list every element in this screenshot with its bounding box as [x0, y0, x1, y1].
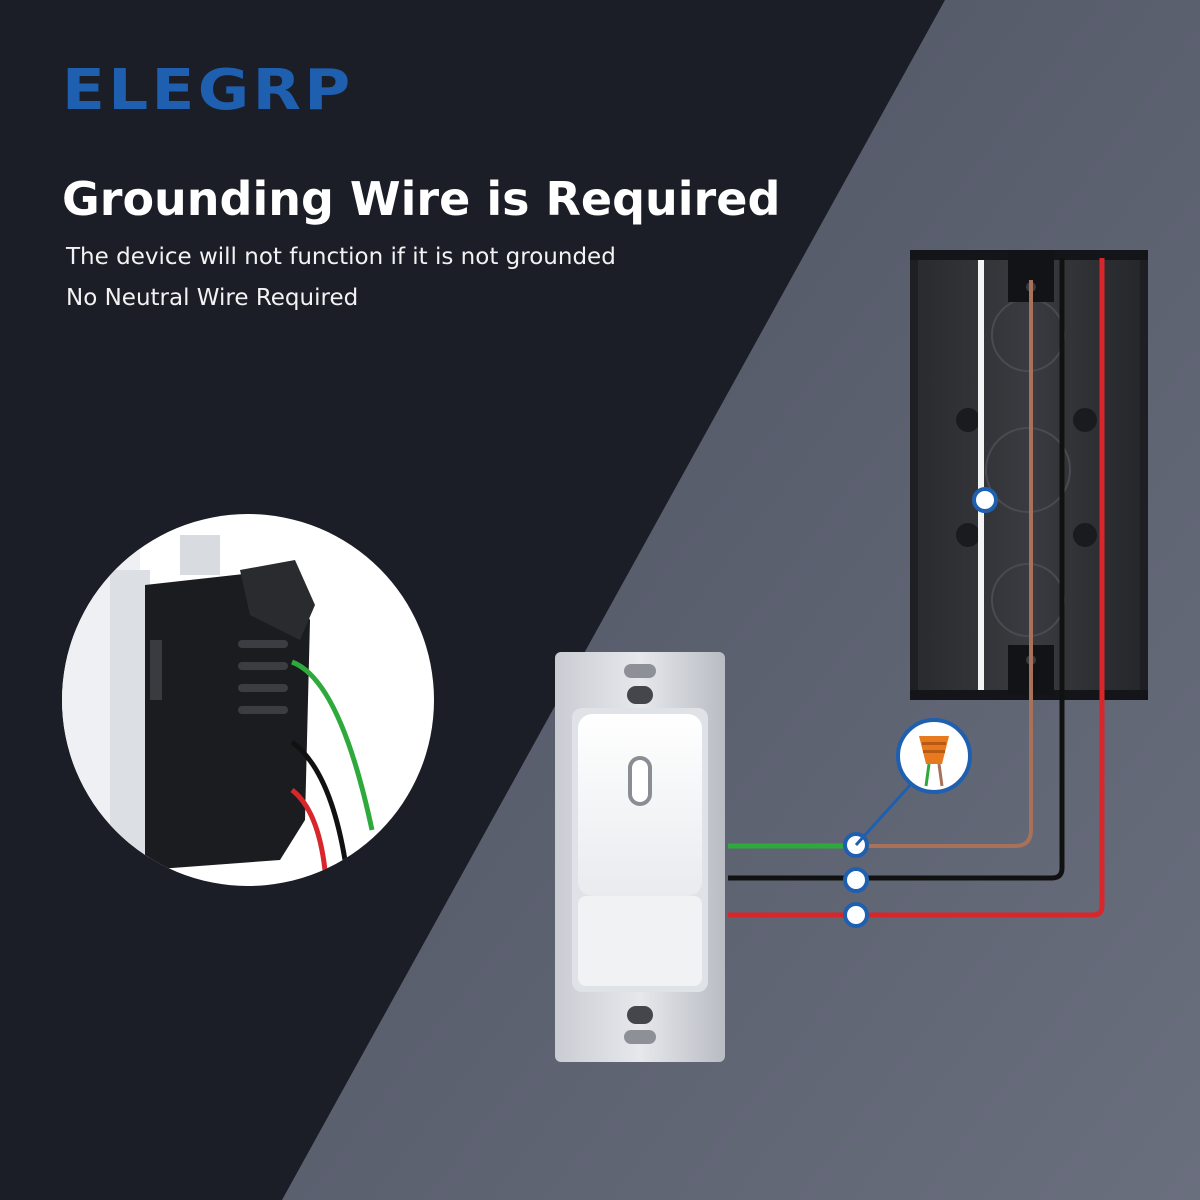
subtitle-neutral: No Neutral Wire Required	[66, 285, 359, 311]
callout-line	[854, 781, 914, 847]
brand-logo: ELEGRP	[62, 58, 354, 123]
wire-nut-icon	[896, 718, 972, 794]
motion-sensor-switch	[555, 652, 725, 1062]
black-line-wire	[728, 258, 1065, 881]
detail-rear-view	[62, 514, 434, 886]
red-load-wire	[728, 258, 1105, 918]
subtitle-grounding: The device will not function if it is no…	[66, 244, 616, 270]
page-title: Grounding Wire is Required	[62, 172, 781, 226]
connection-dot-icon	[843, 487, 998, 928]
bare-copper-wire	[858, 280, 1033, 848]
